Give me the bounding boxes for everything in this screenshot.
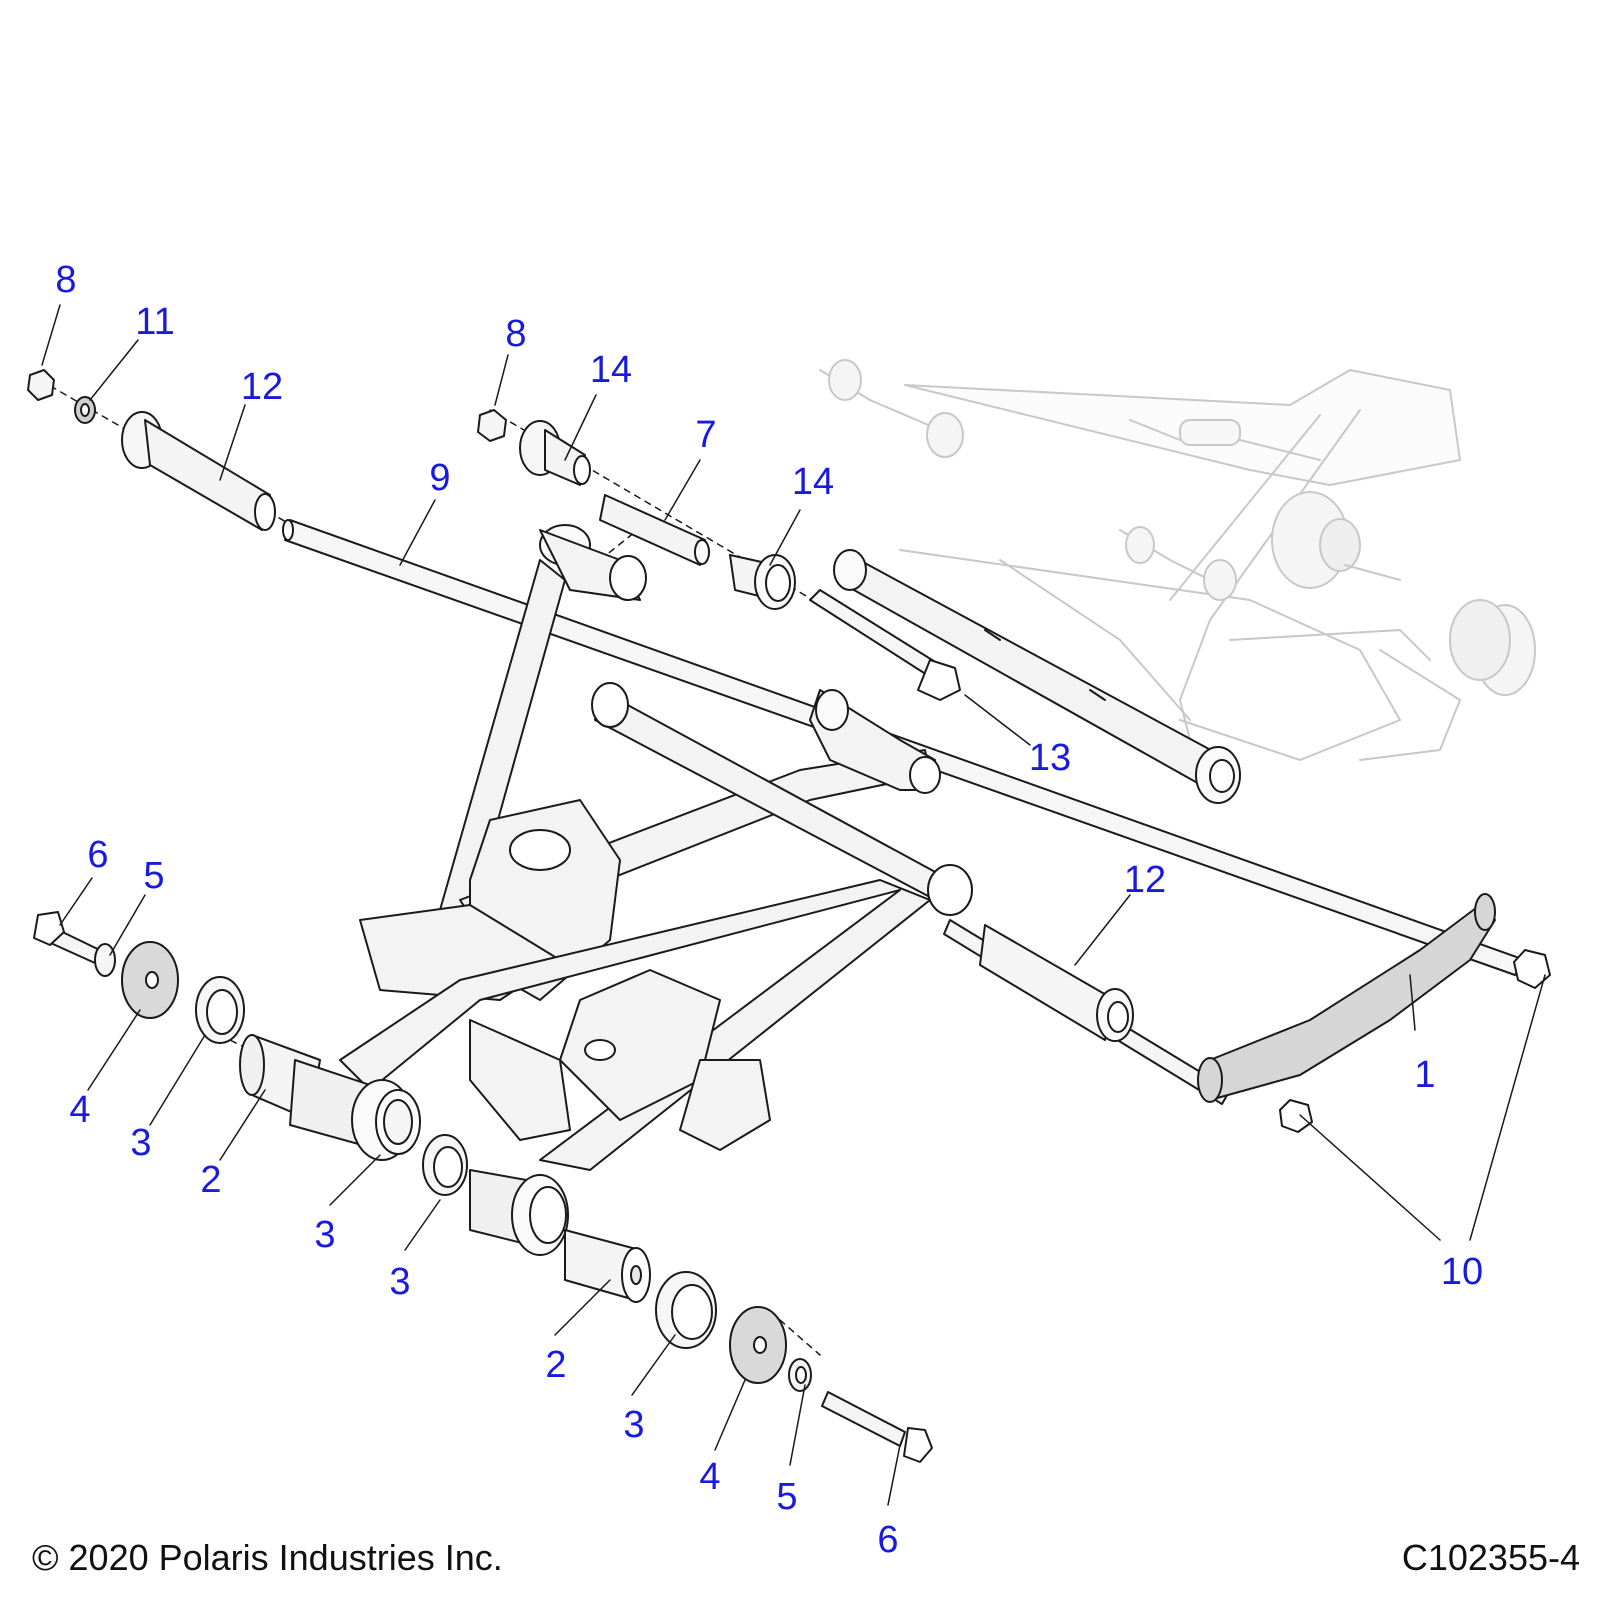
callout-7: 7 — [695, 414, 717, 456]
callout-12-upper: 12 — [240, 366, 284, 408]
ghost-assembly — [819, 359, 1536, 761]
callout-14-upper: 14 — [589, 349, 633, 391]
callout-12-lower: 12 — [1123, 859, 1167, 901]
callout-4-right: 4 — [699, 1456, 721, 1498]
callout-6-left: 6 — [87, 834, 109, 876]
callout-4-left: 4 — [69, 1089, 91, 1131]
leader-lines — [41, 304, 1546, 1506]
callout-2-left: 2 — [200, 1159, 222, 1201]
lower-pivot-shaft — [943, 919, 1231, 1105]
rod-13 — [809, 589, 961, 701]
copyright-notice: © 2020 Polaris Industries Inc. — [32, 1537, 503, 1578]
callout-5-right: 5 — [776, 1476, 798, 1518]
callout-2-right: 2 — [545, 1344, 567, 1386]
callout-1: 1 — [1414, 1054, 1436, 1096]
callout-11: 11 — [135, 301, 175, 343]
callout-3-housing: 3 — [314, 1214, 336, 1256]
callout-3-right: 3 — [623, 1404, 645, 1446]
callout-14-lower: 14 — [791, 461, 835, 503]
figure-number: C102355-4 — [1401, 1537, 1580, 1578]
callout-3-left: 3 — [130, 1122, 152, 1164]
right-pivot-stack — [422, 1134, 933, 1463]
callout-8-middle: 8 — [505, 313, 527, 355]
upper-left-parts — [27, 369, 276, 531]
callout-9: 9 — [429, 457, 451, 499]
rear-pivot-tube — [833, 549, 1241, 804]
callout-6-right: 6 — [877, 1519, 899, 1561]
callout-8-left: 8 — [55, 259, 77, 301]
callout-3-center: 3 — [389, 1261, 411, 1303]
skid-plate — [1197, 893, 1496, 1103]
swing-arm-frame — [339, 524, 973, 1171]
callout-10: 10 — [1440, 1251, 1484, 1293]
callout-13: 13 — [1028, 737, 1072, 779]
nuts-10 — [1279, 949, 1551, 1133]
upper-middle-parts — [477, 409, 796, 610]
callout-5-left: 5 — [143, 855, 165, 897]
left-pivot-stack — [33, 911, 421, 1161]
